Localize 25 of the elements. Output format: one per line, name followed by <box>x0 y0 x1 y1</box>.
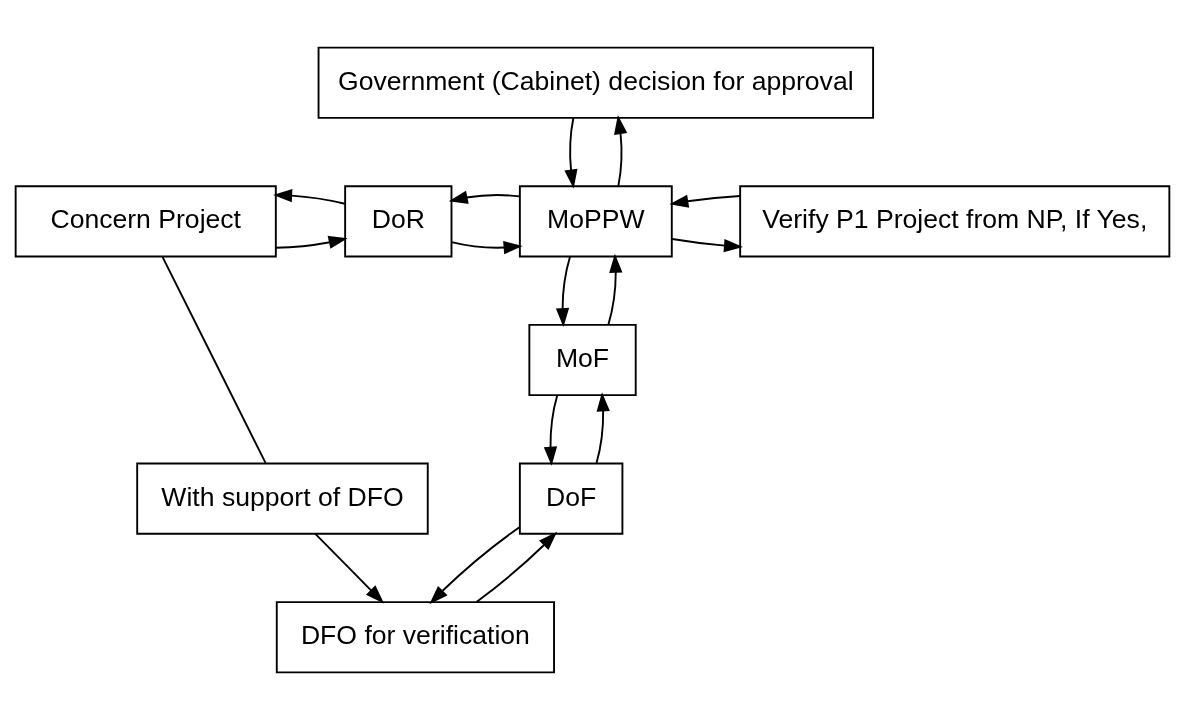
node-box: DFO for verification <box>275 601 555 674</box>
arrow <box>275 235 348 249</box>
node-box: Verify P1 Project from NP, If Yes, <box>739 185 1171 258</box>
arrow <box>671 238 743 253</box>
arrow <box>450 241 523 255</box>
node-box: DoR <box>344 185 453 258</box>
arrow <box>595 392 610 464</box>
node-box: Government (Cabinet) decision for approval <box>317 46 875 119</box>
arrow <box>607 253 623 326</box>
arrow <box>543 394 559 466</box>
arrow <box>614 115 628 187</box>
arrow <box>429 526 521 605</box>
node-box: With support of DFO <box>136 462 429 535</box>
node-box: DoF <box>518 462 624 535</box>
arrow <box>273 189 346 205</box>
arrow <box>475 531 558 603</box>
arrow <box>669 194 742 208</box>
connector <box>161 255 267 464</box>
arrow <box>555 255 572 328</box>
node-box: Concern Project <box>14 185 277 258</box>
arrow <box>314 532 384 604</box>
arrow <box>564 117 578 189</box>
node-box: MoPPW <box>518 185 673 258</box>
arrow <box>448 190 521 204</box>
node-box: MoF <box>528 323 637 397</box>
